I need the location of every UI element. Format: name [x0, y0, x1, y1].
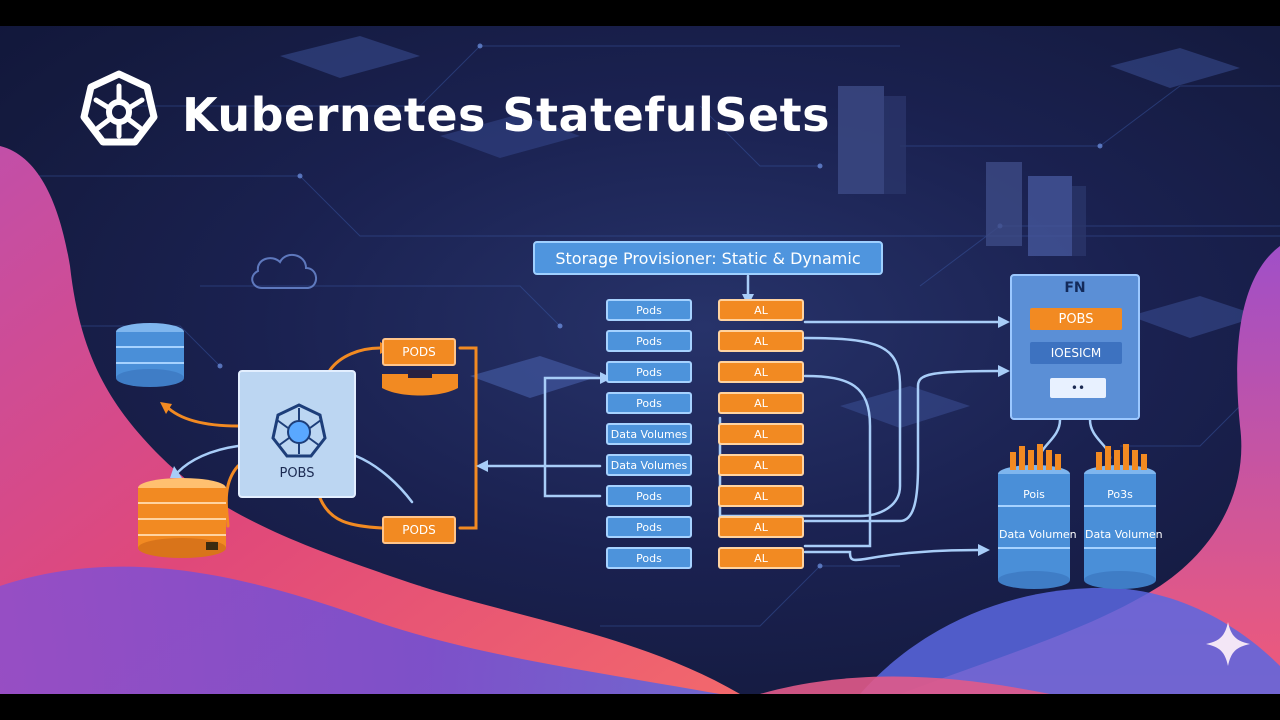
- cylinder-top-label: Po3s: [1107, 488, 1133, 501]
- right-column-cell: AL: [718, 423, 804, 445]
- pods-badge: PODS: [382, 516, 456, 544]
- left-column-cell: Pods: [606, 485, 692, 507]
- left-column-cell: Data Volumes: [606, 454, 692, 476]
- cylinder-bottom-label: Data Volumen: [999, 528, 1077, 541]
- database-stack-icon: [138, 478, 226, 558]
- left-column-cell: Data Volumes: [606, 423, 692, 445]
- kubernetes-logo-icon: [80, 70, 158, 146]
- center-node: [238, 370, 356, 498]
- background-graphics: [0, 36, 1280, 694]
- left-column-cell: Pods: [606, 392, 692, 414]
- panel-header: FN: [1064, 280, 1086, 296]
- right-column-cell: AL: [718, 299, 804, 321]
- left-column-cell: Pods: [606, 516, 692, 538]
- panel-row-ioesicm: IOESICM: [1030, 342, 1122, 364]
- panel-row-indicator: ••: [1050, 378, 1106, 398]
- pods-tray-icon: [382, 370, 458, 396]
- left-column-cell: Pods: [606, 299, 692, 321]
- center-node-label: POBS: [279, 466, 315, 481]
- panel-row-pobs: POBS: [1030, 308, 1122, 330]
- sparkle-icon: [1206, 622, 1250, 666]
- database-stack-icon: [116, 323, 184, 387]
- cylinder-top-label: Pois: [1023, 488, 1045, 501]
- cylinder-bottom-label: Data Volumen: [1085, 528, 1163, 541]
- right-column-cell: AL: [718, 361, 804, 383]
- right-column-cell: AL: [718, 547, 804, 569]
- kubernetes-logo-icon: [271, 403, 327, 458]
- right-column-cell: AL: [718, 485, 804, 507]
- diagram-canvas: Kubernetes StatefulSets Storage Provisio…: [0, 26, 1280, 694]
- right-column-cell: AL: [718, 330, 804, 352]
- page-title: Kubernetes StatefulSets: [182, 88, 830, 142]
- server-rack-icon: [838, 86, 1086, 256]
- left-column-cell: Pods: [606, 361, 692, 383]
- storage-provisioner-banner: Storage Provisioner: Static & Dynamic: [533, 241, 883, 275]
- pods-badge: PODS: [382, 338, 456, 366]
- right-column-cell: AL: [718, 454, 804, 476]
- left-column-cell: Pods: [606, 330, 692, 352]
- cloud-icon: [251, 253, 317, 289]
- right-column-cell: AL: [718, 516, 804, 538]
- right-column-cell: AL: [718, 392, 804, 414]
- left-column-cell: Pods: [606, 547, 692, 569]
